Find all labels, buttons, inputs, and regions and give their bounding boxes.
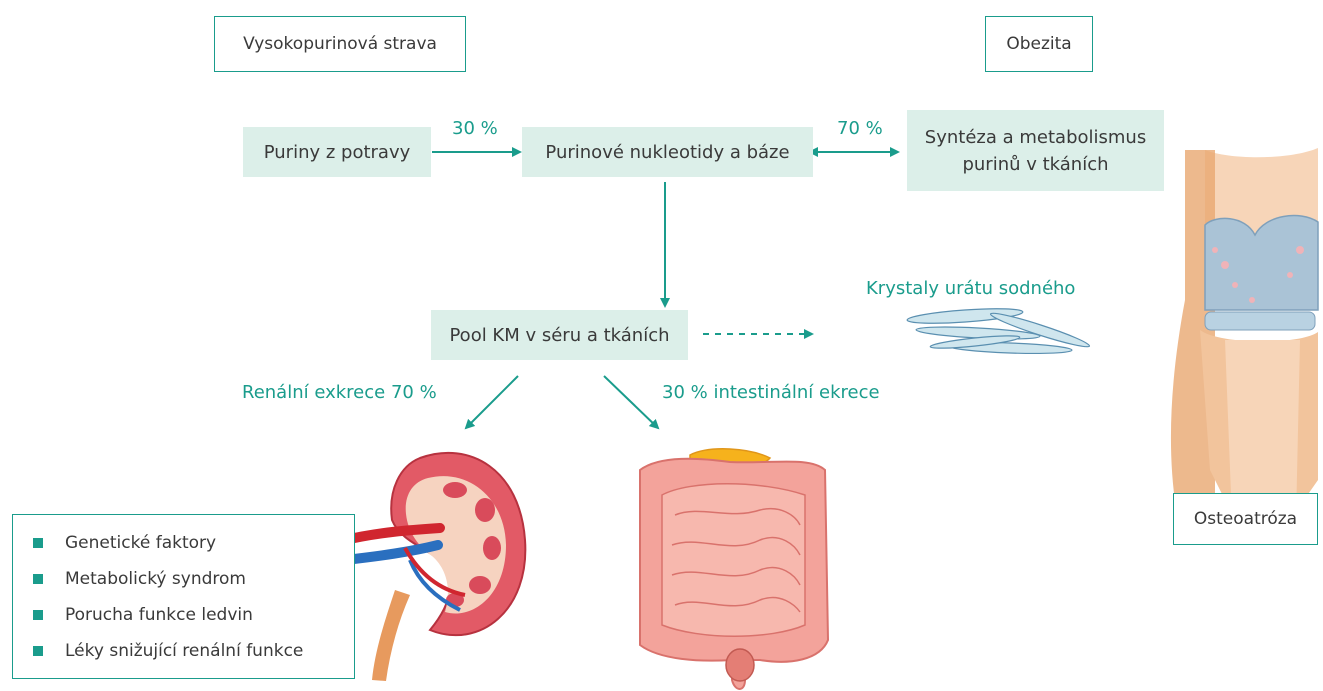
diet-box: Vysokopurinová strava [214,16,466,72]
intestine-illustration [640,449,828,689]
risk-item-label: Léky snižující renální funkce [65,641,303,661]
arrow-to-kidney [466,376,518,428]
synthesis-label-line1: Syntéza a metabolismus [925,124,1146,151]
risk-item-label: Genetické faktory [65,533,216,553]
bullet-icon [33,574,43,584]
arrow-to-intestine [604,376,658,428]
dietary-purines-label: Puriny z potravy [264,139,411,166]
risk-item: Léky snižující renální funkce [33,633,354,669]
kidney-illustration [345,453,525,681]
synthesis-label-line2: purinů v tkáních [962,151,1108,178]
bullet-icon [33,646,43,656]
synthesis-box: Syntéza a metabolismus purinů v tkáních [907,110,1164,191]
risk-factors-box: Genetické faktory Metabolický syndrom Po… [12,514,355,679]
diet-label: Vysokopurinová strava [243,34,437,54]
pct-synthesis-label: 70 % [837,118,883,139]
pct-diet-label: 30 % [452,118,498,139]
osteo-box: Osteoatróza [1173,493,1318,545]
urate-crystals-illustration [907,306,1091,355]
osteo-label: Osteoatróza [1194,509,1297,529]
bullet-icon [33,538,43,548]
pool-label: Pool KM v séru a tkáních [449,322,669,349]
nucleotides-label: Purinové nukleotidy a báze [545,139,789,166]
bullet-icon [33,610,43,620]
obesity-box: Obezita [985,16,1093,72]
pool-box: Pool KM v séru a tkáních [431,310,688,360]
risk-item-label: Porucha funkce ledvin [65,605,253,625]
crystals-label: Krystaly urátu sodného [866,278,1075,299]
intestinal-excretion-label: 30 % intestinální ekrece [662,382,880,403]
knee-illustration [1171,148,1318,530]
dietary-purines-box: Puriny z potravy [243,127,431,177]
risk-item: Metabolický syndrom [33,561,354,597]
obesity-label: Obezita [1006,34,1071,54]
renal-excretion-label: Renální exkrece 70 % [242,382,437,403]
risk-item-label: Metabolický syndrom [65,569,246,589]
nucleotides-box: Purinové nukleotidy a báze [522,127,813,177]
risk-item: Genetické faktory [33,525,354,561]
risk-item: Porucha funkce ledvin [33,597,354,633]
